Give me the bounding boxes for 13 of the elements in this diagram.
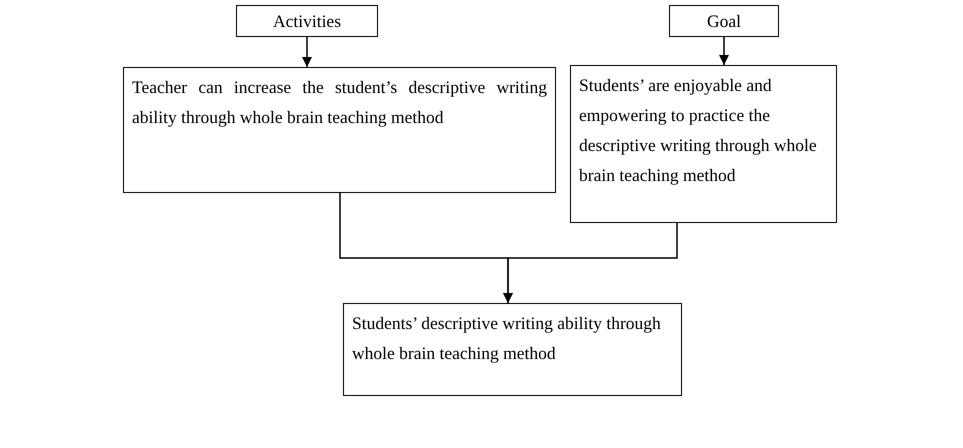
text-box [343, 303, 682, 396]
text-box [570, 65, 837, 223]
node-text: Students’ descriptive writing ability through whole brain teaching method [352, 312, 662, 365]
node-text: Students’ are enjoyable and empowering to practice the descriptive writing through whole brain teaching method [579, 74, 818, 187]
node-text: Activities [272, 10, 342, 33]
text-box [669, 5, 779, 37]
arrow [302, 37, 312, 67]
arrow [719, 37, 729, 65]
arrow [503, 223, 678, 303]
text-box [236, 5, 378, 37]
node-text: Goal [706, 10, 742, 33]
node-text: Teacher can increase the student’s descriptive writing ability through whole brain teaching method [132, 76, 547, 129]
text-box [123, 67, 556, 193]
